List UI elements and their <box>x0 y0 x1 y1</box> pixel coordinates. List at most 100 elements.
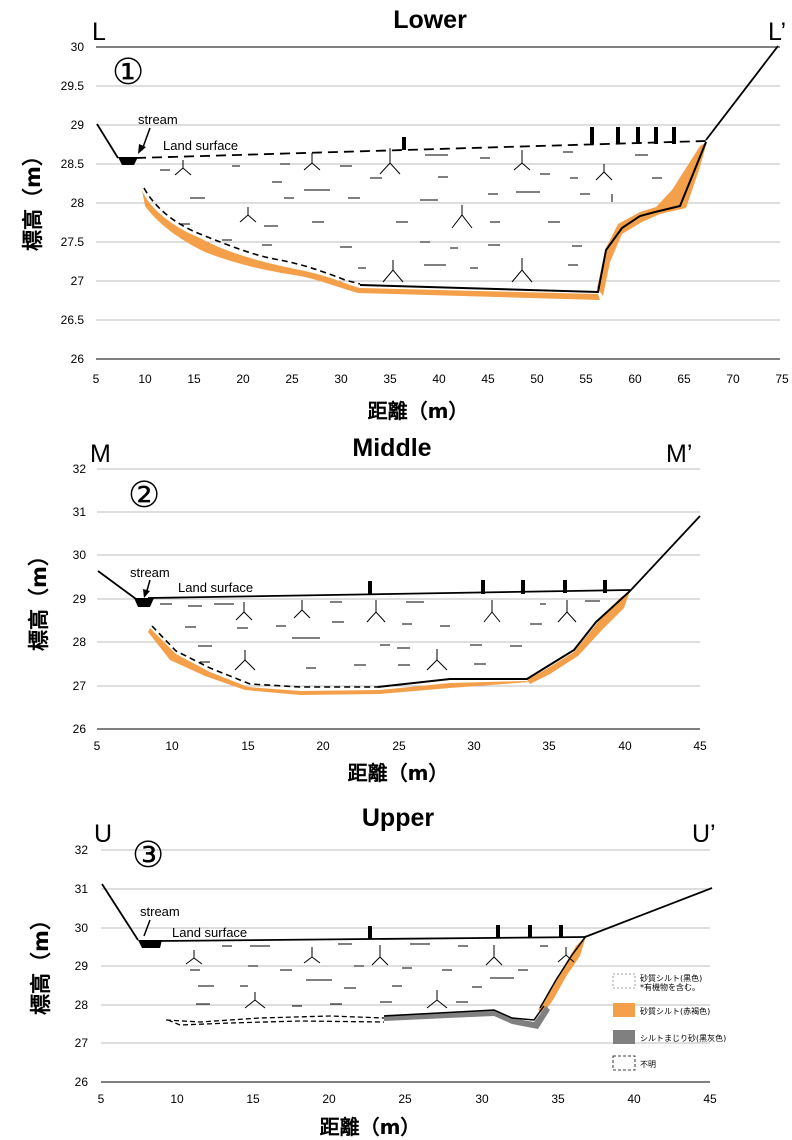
stream-arrow-icon <box>143 919 151 937</box>
panel-lower: 30 29.5 29 28.5 28 27.5 27 26.5 26 5 10 … <box>21 6 789 423</box>
y-tick: 30 <box>71 40 85 54</box>
x-axis-label: 距離（m） <box>320 1115 421 1139</box>
bottom-boundary <box>383 1005 545 1021</box>
y-axis-label: 標高（m） <box>27 545 51 651</box>
x-tick: 60 <box>628 372 642 386</box>
y-axis-label: 標高（m） <box>29 909 53 1015</box>
y-tick: 29 <box>75 959 89 973</box>
land-surface-line <box>147 589 631 599</box>
panel-number: ② <box>128 475 160 516</box>
x-tick: 50 <box>530 372 544 386</box>
grid-lower <box>96 46 780 360</box>
x-tick: 20 <box>236 372 250 386</box>
y-tick: 30 <box>73 548 87 562</box>
silty-sand-layer <box>384 1006 550 1029</box>
x-tick: 40 <box>618 739 632 753</box>
legend-swatch-sandy-silt-reddish-brown <box>613 1003 635 1017</box>
x-tick: 30 <box>475 1092 489 1106</box>
reddish-brown-silt-layer-right <box>538 936 586 1014</box>
survey-posts <box>402 127 676 150</box>
x-tick: 10 <box>138 372 152 386</box>
grid-middle <box>97 468 700 730</box>
panel-middle: 32 31 30 29 28 27 26 5 10 15 20 25 30 35… <box>27 434 707 785</box>
x-tick-labels-lower: 5 10 15 20 25 30 35 40 45 50 55 60 65 70… <box>93 372 789 386</box>
panel-upper: 32 31 30 29 28 27 26 5 10 15 20 25 30 35… <box>29 804 726 1139</box>
vegetation-symbols <box>234 600 577 671</box>
land-surface-label: Land surface <box>178 580 253 595</box>
x-tick: 15 <box>241 739 255 753</box>
y-tick: 28 <box>73 635 87 649</box>
valley-slope-left <box>101 883 139 941</box>
stream-channel-icon <box>118 157 138 165</box>
bottom-boundary-unknown <box>143 187 361 285</box>
y-tick: 29 <box>71 118 85 132</box>
x-tick: 30 <box>334 372 348 386</box>
y-tick-labels-middle: 32 31 30 29 28 27 26 <box>73 462 87 736</box>
y-tick: 26 <box>73 722 87 736</box>
y-tick: 29.5 <box>61 79 85 93</box>
y-tick: 27 <box>73 679 87 693</box>
y-tick: 27.5 <box>61 235 85 249</box>
land-surface-label: Land surface <box>163 138 238 153</box>
legend-label: 不明 <box>640 1060 656 1069</box>
legend-swatch-unknown <box>612 1055 636 1071</box>
x-tick-labels-upper: 5 10 15 20 25 30 35 40 45 <box>98 1092 717 1106</box>
x-tick: 40 <box>432 372 446 386</box>
land-surface-label: Land surface <box>172 925 247 940</box>
stream-arrowhead-icon <box>138 144 146 154</box>
y-tick: 29 <box>73 592 87 606</box>
reddish-brown-silt-layer-right <box>597 142 707 296</box>
vegetation-symbols <box>174 148 613 283</box>
x-tick-labels-middle: 5 10 15 20 25 30 35 40 45 <box>94 739 707 753</box>
x-tick: 5 <box>94 739 101 753</box>
y-tick: 28 <box>75 998 89 1012</box>
sediment-dashes <box>160 151 662 269</box>
y-tick: 28.5 <box>61 157 85 171</box>
vegetation-symbols <box>185 945 575 1009</box>
bottom-boundary <box>377 590 631 688</box>
section-start-label: L <box>92 18 106 46</box>
y-tick: 26 <box>75 1075 89 1089</box>
x-tick: 5 <box>93 372 100 386</box>
x-tick: 45 <box>693 739 707 753</box>
survey-posts <box>368 925 563 939</box>
x-tick: 65 <box>677 372 691 386</box>
valley-slope-left <box>96 123 119 159</box>
stream-label: stream <box>138 112 178 127</box>
x-tick: 20 <box>316 739 330 753</box>
legend-label: 砂質シルト(赤褐色) <box>640 1006 710 1016</box>
y-tick: 32 <box>73 462 87 476</box>
x-tick: 15 <box>246 1092 260 1106</box>
y-axis-label: 標高（m） <box>21 145 45 251</box>
bottom-boundary-unknown <box>151 625 378 688</box>
sediment-dashes <box>160 600 600 669</box>
legend-swatch-silty-sand-dark-gray <box>613 1030 635 1044</box>
x-tick: 35 <box>551 1092 565 1106</box>
bottom-boundary <box>359 141 707 294</box>
x-tick: 35 <box>542 739 556 753</box>
legend-swatch-sandy-silt-black <box>612 973 636 989</box>
panel-title: Middle <box>352 434 431 462</box>
sediment-dashes <box>190 943 548 1007</box>
x-tick: 70 <box>726 372 740 386</box>
panel-number: ③ <box>132 835 164 876</box>
x-tick: 25 <box>398 1092 412 1106</box>
y-tick: 31 <box>75 882 89 896</box>
y-tick: 32 <box>75 843 89 857</box>
bottom-boundary-unknown <box>165 1015 385 1026</box>
valley-slope-right <box>705 45 779 141</box>
x-tick: 10 <box>170 1092 184 1106</box>
legend-label: *有機物を含む。 <box>640 982 700 992</box>
stream-channel-icon <box>138 940 162 948</box>
panel-number: ① <box>112 52 144 93</box>
y-tick: 31 <box>73 505 87 519</box>
y-tick: 30 <box>75 921 89 935</box>
y-tick: 26 <box>71 352 85 366</box>
stream-channel-icon <box>134 598 154 607</box>
stream-label: stream <box>140 904 180 919</box>
x-tick: 5 <box>98 1092 105 1106</box>
grid-upper <box>101 849 710 1083</box>
y-tick: 26.5 <box>61 313 85 327</box>
x-axis-label: 距離（m） <box>348 761 449 785</box>
